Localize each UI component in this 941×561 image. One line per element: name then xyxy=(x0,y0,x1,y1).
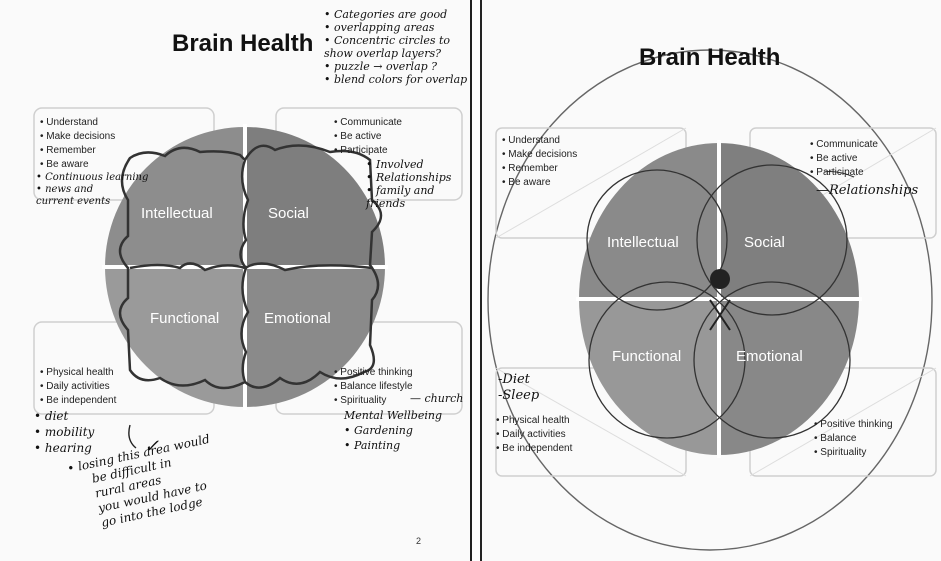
social-quadrant xyxy=(719,143,859,299)
right-diagram-graphic xyxy=(487,49,937,551)
handwritten-notes-social: • Involved • Relationships • family and … xyxy=(366,158,452,210)
list-item: Be independent xyxy=(496,442,572,456)
list-item: Be aware xyxy=(40,158,115,172)
list-item: Understand xyxy=(502,134,577,148)
list-item: Spirituality xyxy=(814,446,893,460)
emotional-list: Positive thinking Balance lifestyle Spir… xyxy=(334,366,413,408)
handwritten-notes-functional: • diet • mobility • hearing xyxy=(34,409,95,455)
list-item: Remember xyxy=(502,162,577,176)
list-item: Spirituality xyxy=(334,394,413,408)
functional-list: Physical health Daily activities Be inde… xyxy=(496,414,572,456)
list-item: Communicate xyxy=(810,138,878,152)
handwritten-notes-top: • Categories are good • overlapping area… xyxy=(324,8,468,86)
list-item: Daily activities xyxy=(496,428,572,442)
handwritten-notes-functional: -Diet -Sleep xyxy=(498,372,540,403)
overlap-circle-emotional xyxy=(693,281,851,439)
page-number: 2 xyxy=(416,536,422,546)
intellectual-quadrant xyxy=(579,143,719,299)
social-quadrant xyxy=(245,127,385,267)
social-list: Communicate Be active Participate xyxy=(810,138,878,180)
quadrant-label-intellectual: Intellectual xyxy=(607,234,679,251)
list-item: Be aware xyxy=(502,176,577,190)
page-title: Brain Health xyxy=(639,44,781,71)
overlap-circle-social xyxy=(696,164,848,316)
list-item: Be active xyxy=(810,152,878,166)
quadrant-label-intellectual: Intellectual xyxy=(141,205,213,222)
intellectual-quadrant xyxy=(105,127,245,267)
quadrant-label-functional: Functional xyxy=(612,348,682,365)
list-item: Participate xyxy=(334,144,402,158)
emotional-list: Positive thinking Balance Spirituality xyxy=(814,418,893,460)
list-item: Physical health xyxy=(40,366,116,380)
emotional-quadrant xyxy=(719,299,859,455)
list-item: Be active xyxy=(334,130,402,144)
handwritten-notes-intellectual: • Continuous learning • news and current… xyxy=(36,172,149,207)
handwritten-notes-emotional: Mental Wellbeing • Gardening • Painting xyxy=(344,409,443,452)
functional-list: Physical health Daily activities Be inde… xyxy=(40,366,116,408)
right-diagram-panel: Brain Health Understand Make decisions R… xyxy=(480,0,941,561)
list-item: Remember xyxy=(40,144,115,158)
list-item: Make decisions xyxy=(40,130,115,144)
center-dot xyxy=(710,269,730,289)
overlap-circle-functional xyxy=(588,281,746,439)
social-list: Communicate Be active Participate xyxy=(334,116,402,158)
handwritten-note-church: — church xyxy=(410,392,464,405)
list-item: Be independent xyxy=(40,394,116,408)
list-item: Balance lifestyle xyxy=(334,380,412,394)
quadrant-label-emotional: Emotional xyxy=(736,348,803,365)
list-item: Positive thinking xyxy=(814,418,892,432)
checkmark-icon: ✓ xyxy=(144,436,160,457)
emotional-quadrant xyxy=(245,267,385,407)
list-item: Understand xyxy=(40,116,115,130)
functional-quadrant xyxy=(105,267,245,407)
page-title: Brain Health xyxy=(172,30,314,57)
handwritten-note-relationships: —Relationships xyxy=(816,183,919,198)
quadrant-label-emotional: Emotional xyxy=(264,310,331,327)
list-item: Participate xyxy=(810,166,878,180)
quadrant-label-functional: Functional xyxy=(150,310,220,327)
list-item: Communicate xyxy=(334,116,402,130)
quadrant-label-social: Social xyxy=(268,205,309,222)
intellectual-list: Understand Make decisions Remember Be aw… xyxy=(40,116,115,172)
overlap-circle-intellectual xyxy=(586,169,728,311)
list-item: Balance xyxy=(814,432,893,446)
left-diagram-graphic xyxy=(33,107,463,449)
left-diagram-panel: Brain Health Understand Make decisions R… xyxy=(0,0,472,561)
list-item: Make decisions xyxy=(502,148,577,162)
outer-sketch-ellipse xyxy=(487,49,933,551)
quadrant-label-social: Social xyxy=(744,234,785,251)
list-item: Positive thinking xyxy=(334,366,412,380)
list-item: Daily activities xyxy=(40,380,116,394)
list-item: Physical health xyxy=(496,414,572,428)
functional-quadrant xyxy=(579,299,719,455)
intellectual-list: Understand Make decisions Remember Be aw… xyxy=(502,134,577,190)
